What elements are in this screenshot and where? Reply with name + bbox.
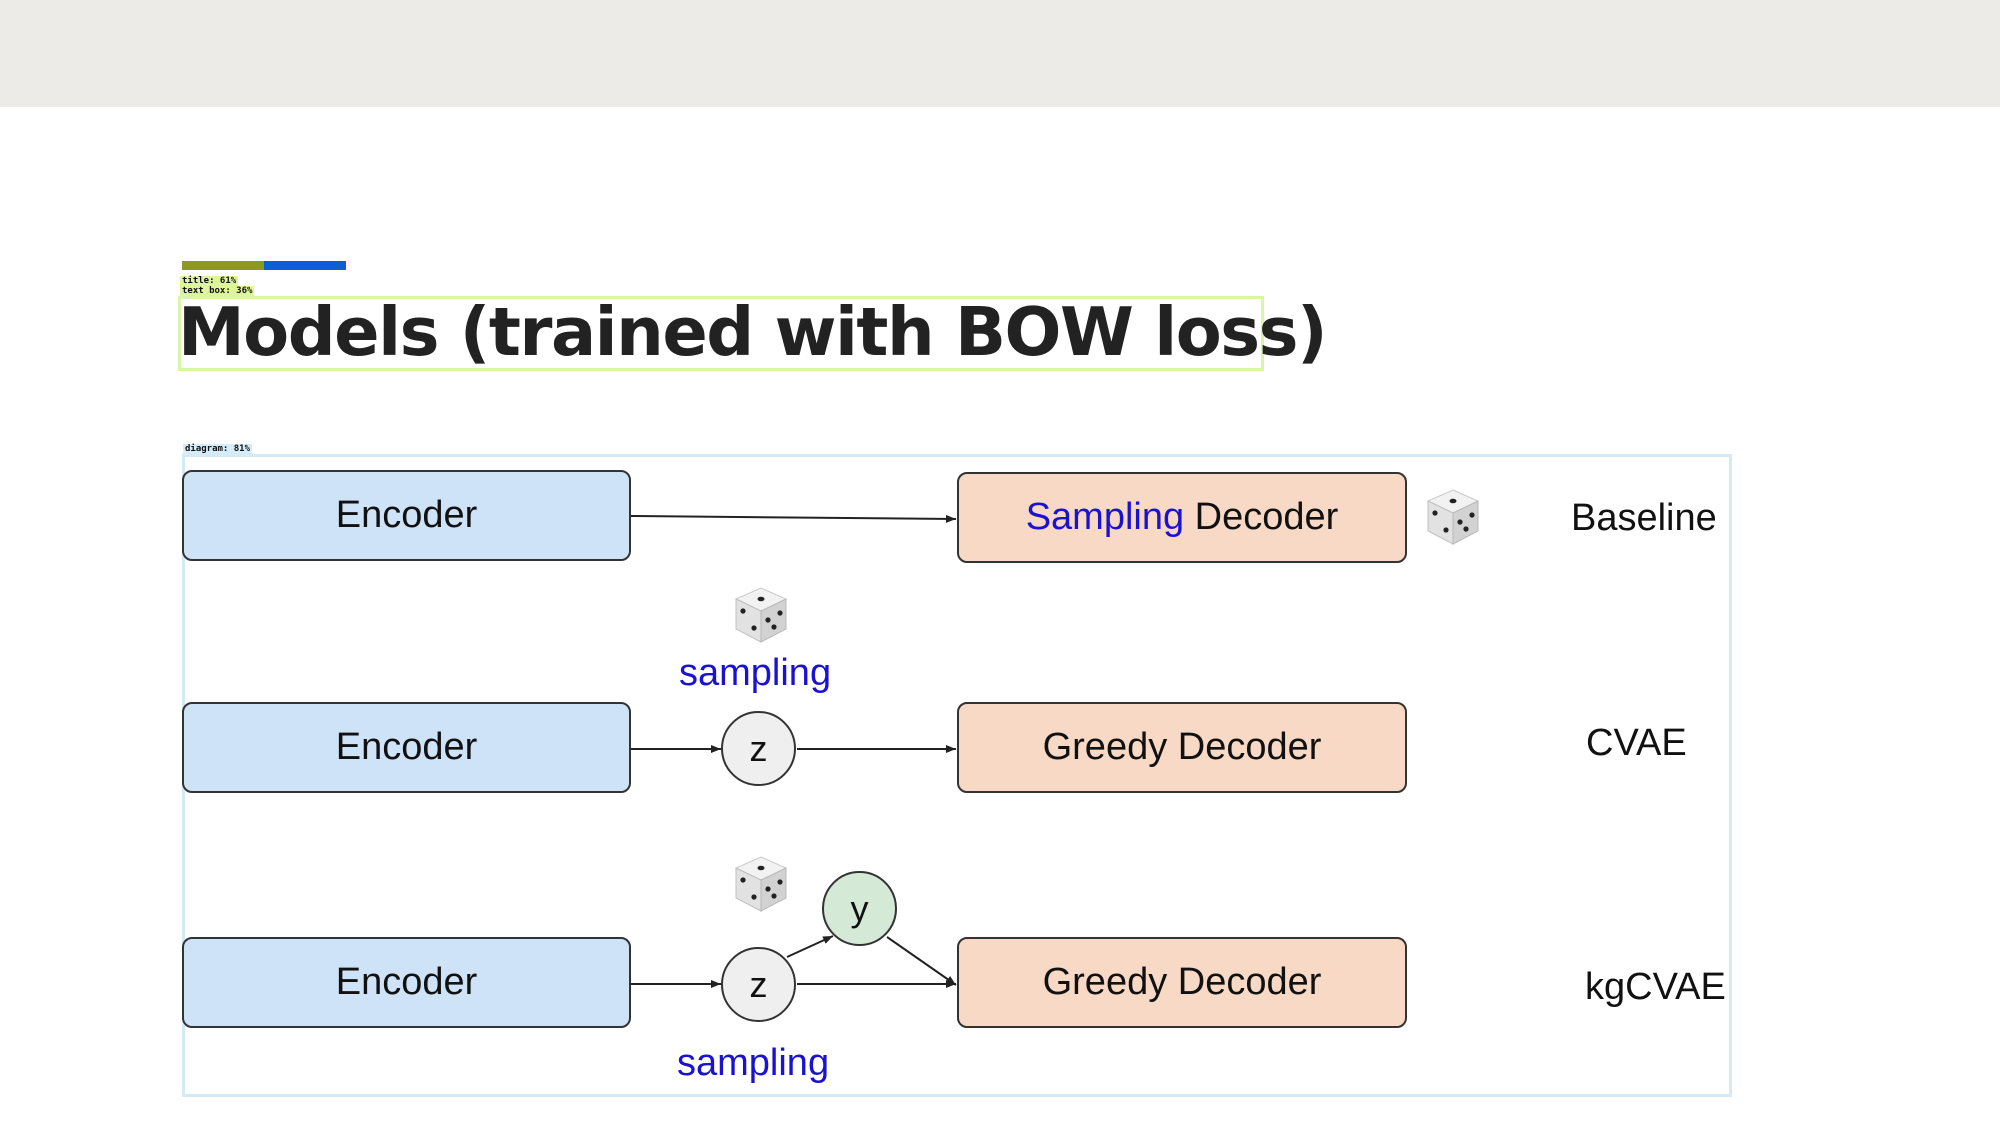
baseline-encoder-to-decoder-arrow <box>630 514 957 523</box>
kgcvae-decoder: Greedy Decoder <box>957 937 1407 1028</box>
kgcvae-encoder: Encoder <box>182 937 631 1028</box>
kgcvae-knowledge-y: y <box>822 871 897 946</box>
title-score-tag: title: 61% <box>180 276 239 286</box>
decoder-suffix: Decoder <box>1184 496 1339 538</box>
dice-icon <box>734 856 788 912</box>
cvae-encoder: Encoder <box>182 702 631 793</box>
slide-title: Models (trained with BOW loss) <box>178 293 1328 371</box>
sampling-label-cvae: sampling <box>679 652 832 694</box>
baseline-encoder: Encoder <box>182 470 631 561</box>
kgcvae-latent-z: z <box>721 947 796 1022</box>
textbox-score-tag: text box: 36% <box>180 286 255 296</box>
model-label-kgcvae: kgCVAE <box>1585 966 1726 1008</box>
title-score-bar <box>182 261 264 270</box>
cvae-decoder: Greedy Decoder <box>957 702 1407 793</box>
baseline-decoder: Sampling Decoder <box>957 472 1407 563</box>
top-bar <box>0 0 2000 107</box>
decoder-label: Greedy Decoder <box>1042 726 1322 768</box>
dice-icon <box>734 587 788 643</box>
kgcvae-y-to-decoder-arrow <box>886 936 957 986</box>
encoder-label: Encoder <box>335 726 478 768</box>
title-detection-box <box>178 296 1264 371</box>
sampling-label-kgcvae: sampling <box>677 1042 830 1084</box>
textbox-score-bar <box>264 261 346 270</box>
model-label-baseline: Baseline <box>1571 497 1717 539</box>
encoder-label: Encoder <box>335 494 478 536</box>
model-label-cvae: CVAE <box>1586 722 1687 764</box>
diagram-score-tag: diagram: 81% <box>183 444 253 454</box>
decoder-prefix: Sampling <box>1025 496 1185 538</box>
kgcvae-z-to-y-arrow <box>786 935 834 958</box>
decoder-label: Greedy Decoder <box>1042 961 1322 1003</box>
dice-icon <box>1426 489 1480 545</box>
encoder-label: Encoder <box>335 961 478 1003</box>
cvae-latent-z: z <box>721 711 796 786</box>
